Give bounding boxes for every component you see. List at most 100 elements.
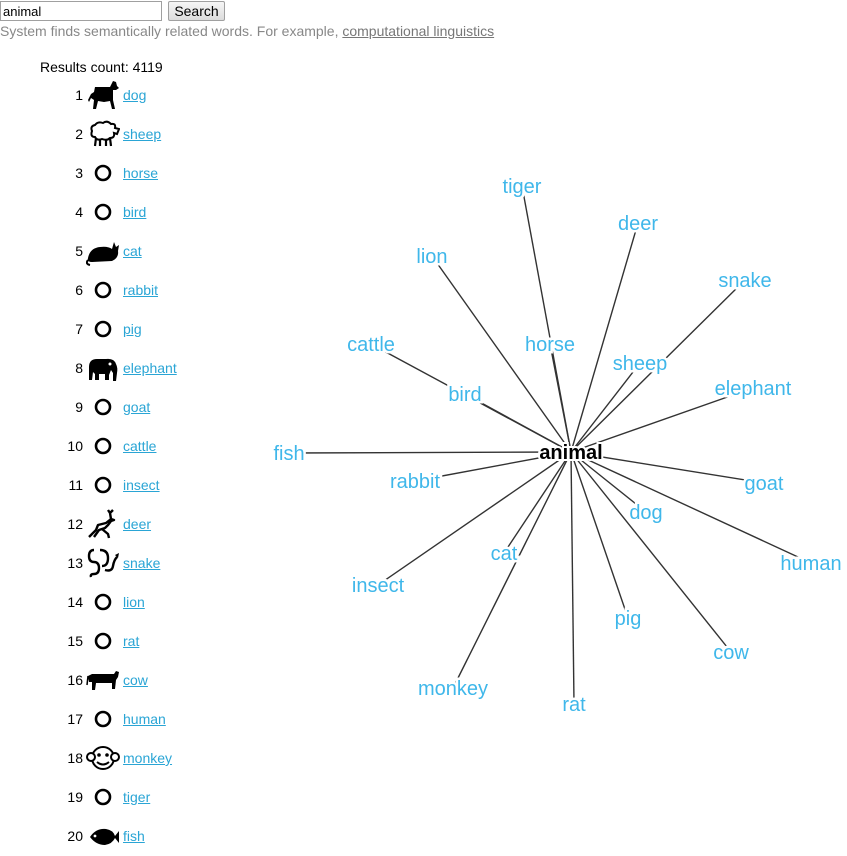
graph-node-human[interactable]: human <box>778 551 844 578</box>
graph-edge-elephant <box>570 387 754 453</box>
result-rank: 13 <box>67 555 83 571</box>
result-link-goat[interactable]: goat <box>123 399 151 415</box>
graph-node-sheep[interactable]: sheep <box>610 351 670 378</box>
result-rank: 2 <box>75 126 83 142</box>
hint-text: System finds semantically related words.… <box>0 23 494 39</box>
list-item: 4 bird <box>0 193 230 232</box>
graph-node-deer[interactable]: deer <box>615 211 660 238</box>
example-link[interactable]: computational linguistics <box>342 23 495 39</box>
graph-center-node: animal <box>539 442 602 464</box>
graph-node-horse[interactable]: horse <box>522 332 577 359</box>
graph-node-tiger[interactable]: tiger <box>500 174 544 201</box>
graph-node-elephant[interactable]: elephant <box>712 376 794 403</box>
list-item: 8 elephant <box>0 349 230 388</box>
list-item: 11 insect <box>0 466 230 505</box>
graph-edge-bird <box>464 393 572 453</box>
list-item: 16 cow <box>0 661 230 700</box>
result-link-monkey[interactable]: monkey <box>123 750 173 766</box>
circle-icon <box>86 156 120 190</box>
search-input[interactable] <box>0 1 162 21</box>
result-link-lion[interactable]: lion <box>123 594 145 610</box>
result-rank: 4 <box>75 204 83 220</box>
graph-node-goat[interactable]: goat <box>742 471 786 498</box>
result-link-elephant[interactable]: elephant <box>123 360 177 376</box>
graph-edge-human <box>570 451 812 564</box>
list-item: 12 deer <box>0 505 230 544</box>
elephant-icon <box>86 351 120 385</box>
result-rank: 15 <box>67 633 83 649</box>
graph-edge-monkey <box>452 451 572 689</box>
result-link-cat[interactable]: cat <box>123 243 142 259</box>
graph-node-snake[interactable]: snake <box>716 268 774 295</box>
result-link-insect[interactable]: insect <box>123 477 160 493</box>
graph-node-monkey[interactable]: monkey <box>415 676 490 703</box>
result-link-sheep[interactable]: sheep <box>123 126 162 142</box>
graph-node-lion[interactable]: lion <box>414 244 450 271</box>
circle-icon <box>86 468 120 502</box>
graph-node-pig[interactable]: pig <box>612 606 644 633</box>
result-rank: 16 <box>67 672 83 688</box>
result-rank: 8 <box>75 360 83 376</box>
graph-node-cattle[interactable]: cattle <box>345 332 398 359</box>
circle-icon <box>86 312 120 346</box>
graph-node-rat[interactable]: rat <box>560 692 589 719</box>
graph-node-cat[interactable]: cat <box>488 541 520 568</box>
list-item: 15 rat <box>0 622 230 661</box>
graph-edge-goat <box>570 451 765 484</box>
graph-node-bird[interactable]: bird <box>446 382 484 409</box>
result-link-horse[interactable]: horse <box>123 165 159 181</box>
result-link-snake[interactable]: snake <box>123 555 161 571</box>
result-rank: 11 <box>68 477 83 493</box>
result-link-pig[interactable]: pig <box>123 321 142 337</box>
result-rank: 14 <box>67 594 83 610</box>
monkey-icon <box>86 741 120 775</box>
graph-node-cow[interactable]: cow <box>711 640 752 667</box>
result-link-dog[interactable]: dog <box>123 87 147 103</box>
graph-node-fish[interactable]: fish <box>271 441 307 468</box>
graph-edge-sheep <box>570 362 641 453</box>
circle-icon <box>86 780 120 814</box>
search-button[interactable]: Search <box>168 1 225 21</box>
list-item: 14 lion <box>0 583 230 622</box>
result-link-fish[interactable]: fish <box>123 828 145 844</box>
graph-edge-horse <box>549 343 572 453</box>
result-rank: 1 <box>75 87 83 103</box>
result-rank: 12 <box>67 516 83 532</box>
word-graph: tiger deer lion snake cattle horse sheep elepha… <box>271 174 844 719</box>
result-link-cattle[interactable]: cattle <box>123 438 157 454</box>
graph-node-insect[interactable]: insect <box>349 573 407 600</box>
list-item: 13 snake <box>0 544 230 583</box>
result-rank: 3 <box>75 165 83 181</box>
result-link-rat[interactable]: rat <box>123 633 140 649</box>
result-link-tiger[interactable]: tiger <box>123 789 151 805</box>
cat-icon <box>86 234 120 268</box>
result-rank: 18 <box>67 750 83 766</box>
edge-layer <box>288 185 812 705</box>
result-link-human[interactable]: human <box>123 711 166 727</box>
graph-edge-rat <box>570 451 575 705</box>
result-link-cow[interactable]: cow <box>123 672 148 688</box>
graph-node-rabbit[interactable]: rabbit <box>387 469 442 496</box>
result-link-deer[interactable]: deer <box>123 516 152 532</box>
graph-node-dog[interactable]: dog <box>627 500 665 527</box>
circle-icon <box>86 390 120 424</box>
graph-edge-cat <box>503 451 572 554</box>
result-link-bird[interactable]: bird <box>123 204 147 220</box>
circle-icon <box>86 273 120 307</box>
results-count: Results count: 4119 <box>40 59 163 75</box>
graph-edge-deer <box>570 222 639 453</box>
graph-edge-dog <box>570 451 647 513</box>
graph-edge-pig <box>570 451 629 619</box>
result-link-rabbit[interactable]: rabbit <box>123 282 159 298</box>
dog-icon <box>86 78 120 112</box>
circle-icon <box>86 429 120 463</box>
list-item: 2 sheep <box>0 115 230 154</box>
circle-icon <box>86 702 120 736</box>
graph-edge-snake <box>570 279 746 453</box>
